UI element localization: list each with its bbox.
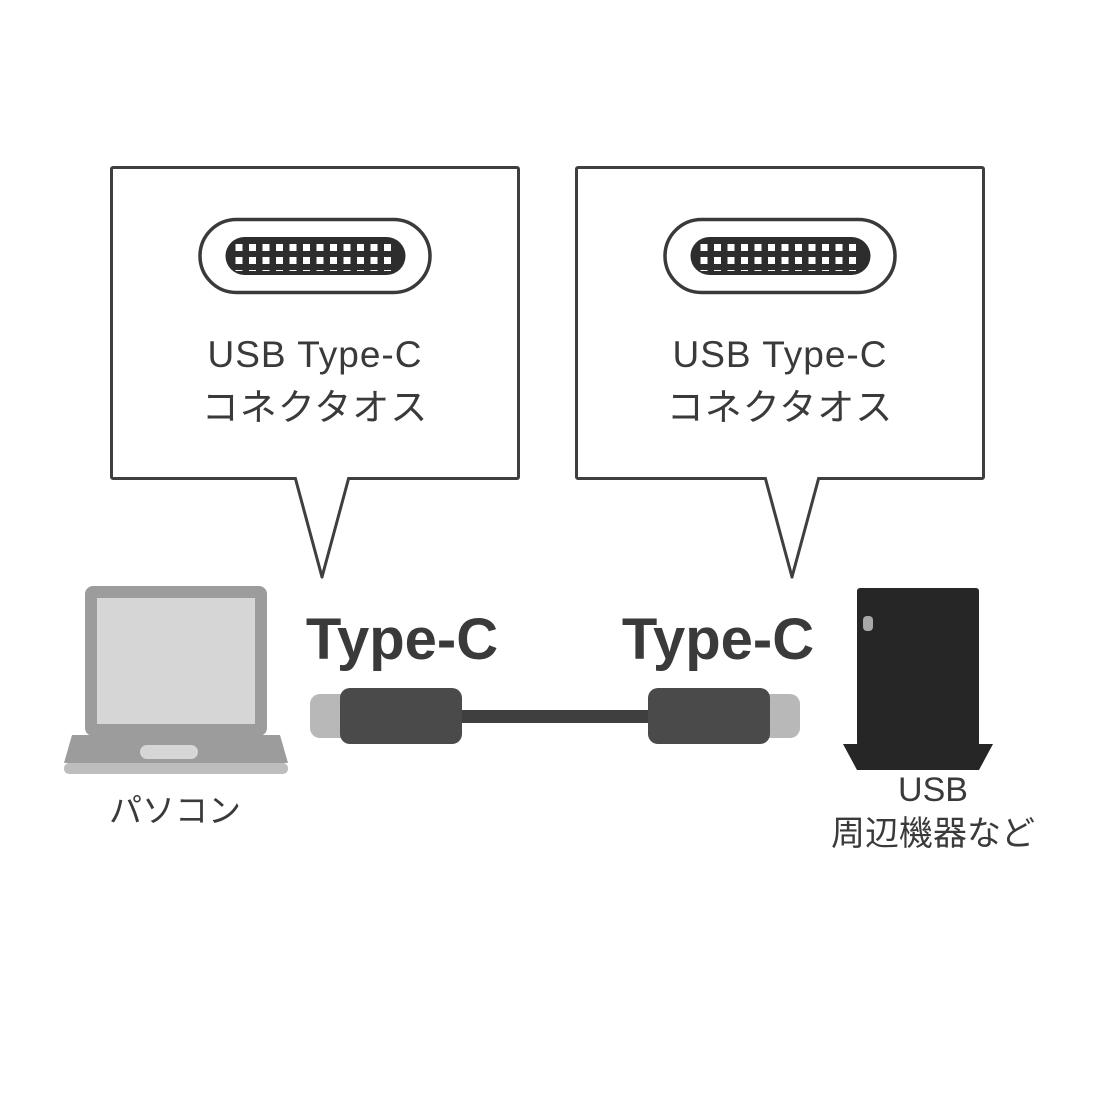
callout-left-line2: コネクタオス: [201, 386, 429, 428]
callout-left-text: USB Type-C コネクタオス: [113, 329, 517, 434]
callout-right: USB Type-C コネクタオス: [575, 166, 985, 480]
peripheral-label: USB 周辺機器など: [828, 768, 1038, 856]
callout-left-line1: USB Type-C: [207, 334, 423, 375]
callout-right-text: USB Type-C コネクタオス: [578, 329, 982, 434]
callout-left: USB Type-C コネクタオス: [110, 166, 520, 480]
callout-right-line1: USB Type-C: [672, 334, 888, 375]
peripheral-label-line2: 周辺機器など: [831, 815, 1035, 854]
usb-c-connector-face-icon: [198, 217, 432, 295]
cable-right-type-c-label: Type-C: [621, 607, 815, 672]
laptop-label: パソコン: [109, 792, 241, 829]
external-drive-icon: [843, 588, 993, 770]
usb-c-connector-face-icon: [663, 217, 897, 295]
callout-left-tail: [293, 477, 351, 579]
callout-right-line2: コネクタオス: [666, 386, 894, 428]
usb-c-cable-icon: [310, 688, 800, 744]
laptop-icon: [64, 586, 288, 774]
cable-left-type-c-label: Type-C: [305, 607, 499, 672]
callout-right-tail: [763, 477, 821, 579]
peripheral-label-line1: USB: [898, 771, 968, 809]
